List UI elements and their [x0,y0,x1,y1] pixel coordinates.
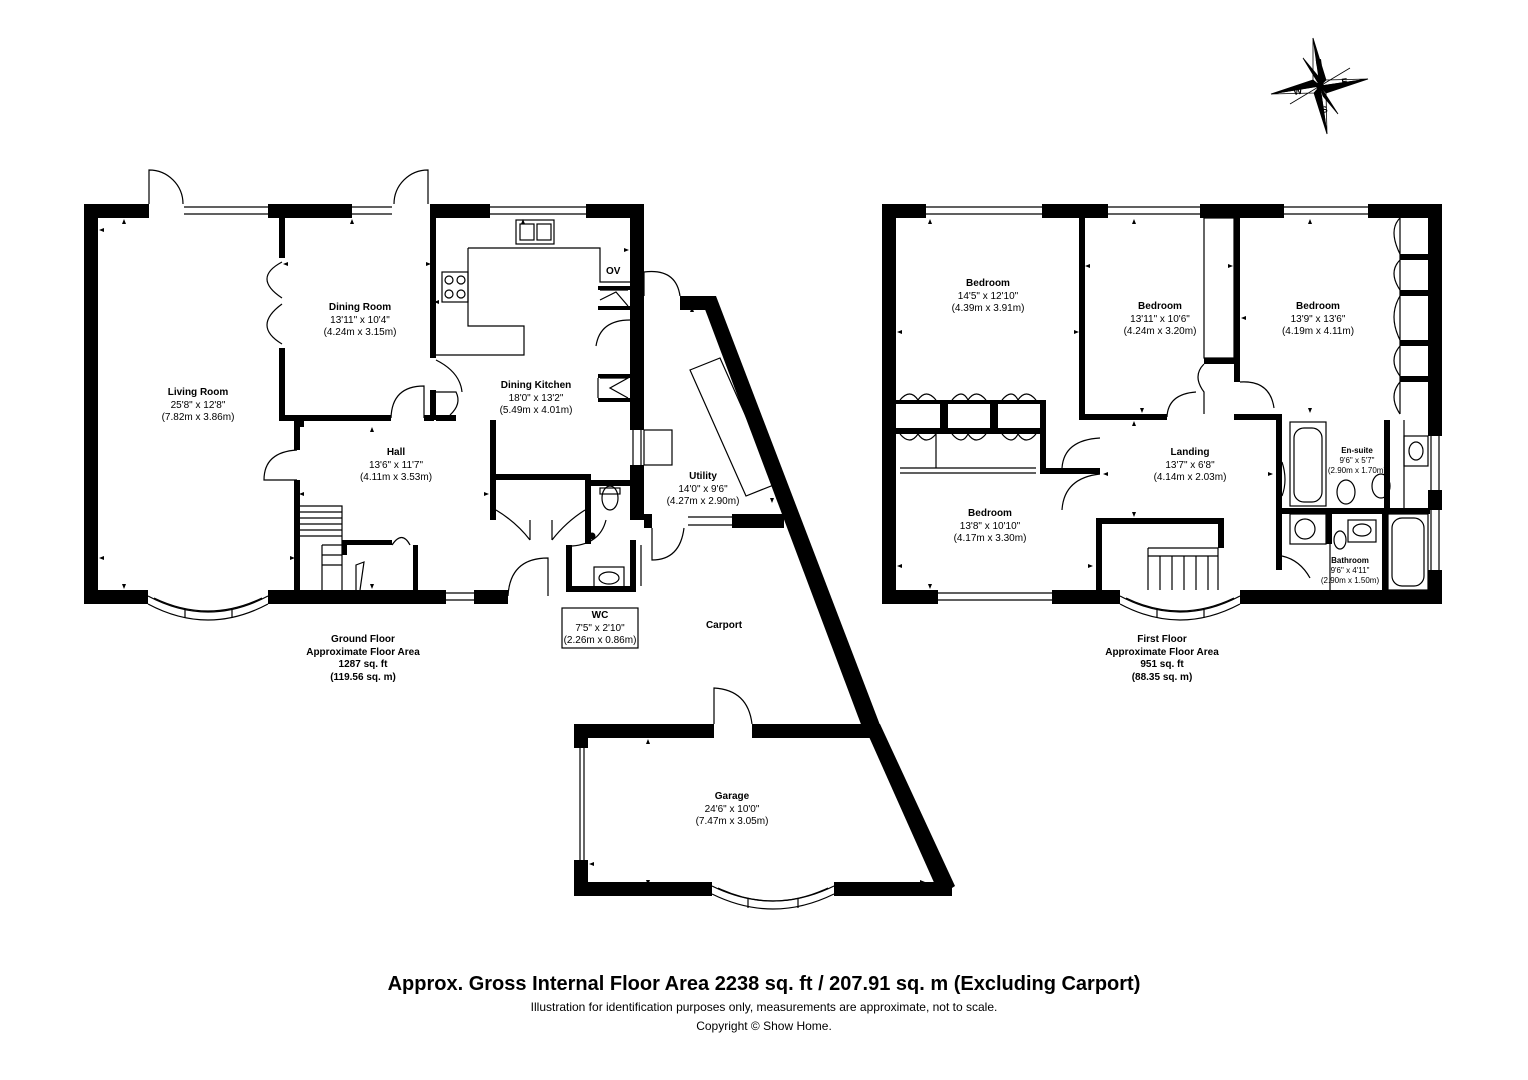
room-dimensions-imperial: 9'6" x 4'11" [1330,566,1370,575]
room-dimensions-metric: (2.26m x 0.86m) [563,635,637,646]
room-dimensions-metric: (7.47m x 3.05m) [695,816,769,827]
floor-subtitle: Approximate Floor Area [1105,646,1219,658]
room-hall: Hall 13'6" x 11'7" (4.11m x 3.53m) [360,447,432,485]
room-living-room: Living Room 25'8" x 12'8" (7.82m x 3.86m… [162,387,235,425]
floor-subtitle: Approximate Floor Area [306,646,420,658]
room-dimensions-imperial: 24'6" x 10'0" [704,803,760,815]
room-dimensions-metric: (4.27m x 2.90m) [666,496,740,507]
floor-title: First Floor [1137,634,1187,645]
room-dimensions-imperial: 7'5" x 2'10" [575,622,625,634]
room-name: Bedroom [966,278,1010,289]
room-bedroom-2: Bedroom 13'11" x 10'6" (4.24m x 3.20m) [1124,301,1197,339]
room-garage: Garage 24'6" x 10'0" (7.47m x 3.05m) [696,791,769,829]
room-name: WC [591,610,609,621]
room-dining-room: Dining Room 13'11" x 10'4" (4.24m x 3.15… [324,302,397,340]
room-name: Dining Kitchen [500,380,572,391]
room-name: Utility [689,471,717,482]
wc-pipe-marker [588,532,596,540]
gross-floor-area: Approx. Gross Internal Floor Area 2238 s… [387,973,1141,995]
room-name: En-suite [1341,446,1373,455]
disclaimer-text: Illustration for identification purposes… [530,1000,998,1014]
floor-title: Ground Floor [331,634,395,645]
copyright-text: Copyright © Show Home. [696,1019,832,1033]
ground-floor-walls [84,204,955,896]
room-dimensions-imperial: 14'0" x 9'6" [678,483,728,495]
room-carport: Carport [706,620,742,633]
room-dimensions-metric: (4.24m x 3.20m) [1123,326,1197,337]
room-landing: Landing 13'7" x 6'8" (4.14m x 2.03m) [1154,447,1227,485]
room-name: Living Room [167,387,229,398]
room-dimensions-metric: (2.90m x 1.70m) [1327,466,1387,475]
compass-rose-icon [1270,37,1369,135]
room-name: Hall [386,447,406,458]
compass-n-label: N [1315,57,1323,68]
first-floor-area: First Floor Approximate Floor Area 951 s… [1105,634,1219,684]
room-bedroom-1: Bedroom 14'5" x 12'10" (4.39m x 3.91m) [952,278,1025,316]
room-dimensions-imperial: 13'6" x 11'7" [368,459,424,471]
oven-label: OV [606,266,621,277]
room-dimensions-metric: (4.17m x 3.30m) [953,533,1027,544]
ground-floor-area: Ground Floor Approximate Floor Area 1287… [306,634,420,684]
room-dimensions-metric: (4.39m x 3.91m) [951,303,1025,314]
floor-sqm: (119.56 sq. m) [330,671,396,683]
room-utility: Utility 14'0" x 9'6" (4.27m x 2.90m) [667,471,740,509]
room-name: Bathroom [1331,556,1369,565]
room-name: Landing [1170,447,1210,458]
room-dimensions-imperial: 13'8" x 10'10" [959,520,1021,532]
room-dimensions-imperial: 13'11" x 10'6" [1130,313,1190,325]
room-name: Bedroom [968,508,1012,519]
measurement-markers [99,219,1312,885]
room-dimensions-imperial: 13'7" x 6'8" [1165,459,1215,471]
room-name: Bedroom [1296,301,1340,312]
room-dimensions-imperial: 14'5" x 12'10" [957,290,1019,302]
floor-sqft: 1287 sq. ft [338,659,388,670]
room-bedroom-3: Bedroom 13'9" x 13'6" (4.19m x 4.11m) [1282,301,1354,339]
room-dimensions-metric: (2.90m x 1.50m) [1320,576,1380,585]
room-dimensions-metric: (4.11m x 3.53m) [359,472,433,483]
room-dimensions-metric: (5.49m x 4.01m) [499,405,573,416]
room-wc: WC 7'5" x 2'10" (2.26m x 0.86m) [564,610,637,648]
floor-sqm: (88.35 sq. m) [1131,671,1193,683]
room-name: Dining Room [328,302,392,313]
room-dimensions-metric: (4.14m x 2.03m) [1153,472,1227,483]
room-dimensions-metric: (7.82m x 3.86m) [161,412,235,423]
room-ensuite: En-suite 9'6" x 5'7" (2.90m x 1.70m) [1328,446,1386,476]
room-name: Garage [714,791,750,802]
room-dimensions-imperial: 18'0" x 13'2" [508,392,564,404]
room-dimensions-metric: (4.19m x 4.11m) [1281,326,1355,337]
compass-e-label: E [1341,76,1348,87]
room-dimensions-imperial: 13'9" x 13'6" [1290,313,1346,325]
floor-sqft: 951 sq. ft [1140,659,1184,670]
room-bedroom-4: Bedroom 13'8" x 10'10" (4.17m x 3.30m) [954,508,1027,546]
room-dimensions-imperial: 9'6" x 5'7" [1339,456,1375,465]
first-floor-walls [882,204,1442,604]
compass-s-label: S [1321,104,1328,115]
room-name: Bedroom [1138,301,1182,312]
room-bathroom: Bathroom 9'6" x 4'11" (2.90m x 1.50m) [1321,556,1379,586]
first-floor-thin-lines [899,206,1440,621]
room-dimensions-metric: (4.24m x 3.15m) [323,327,397,338]
room-dimensions-imperial: 13'11" x 10'4" [330,314,390,326]
compass-w-label: W [1293,86,1303,97]
ground-floor-thin-lines [147,169,835,910]
room-dimensions-imperial: 25'8" x 12'8" [170,399,226,411]
room-dining-kitchen: Dining Kitchen 18'0" x 13'2" (5.49m x 4.… [500,380,573,418]
room-name: Carport [705,620,743,631]
